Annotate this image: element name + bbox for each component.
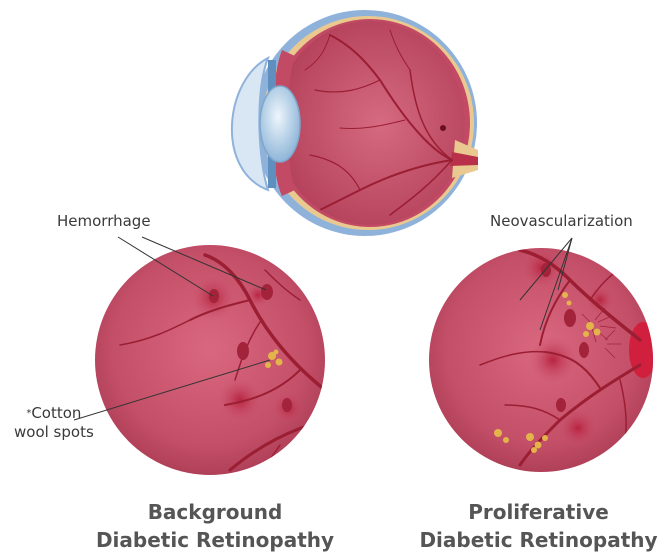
neovascularization-label: Neovascularization: [490, 212, 633, 230]
cotton-line2: wool spots: [14, 423, 94, 441]
background-title: Background Diabetic Retinopathy: [90, 498, 340, 554]
macula: [440, 125, 446, 131]
background-retinopathy-retina: [95, 245, 325, 480]
hemorrhage-label: Hemorrhage: [57, 212, 151, 230]
background-title-line2: Diabetic Retinopathy: [90, 526, 340, 554]
background-title-line1: Background: [90, 498, 340, 526]
eye-cross-section: [232, 10, 478, 236]
cotton-line1: Cotton: [31, 404, 81, 422]
cotton-wool-label: *Cotton wool spots: [14, 404, 94, 442]
proliferative-title: Proliferative Diabetic Retinopathy: [416, 498, 661, 554]
proliferative-retinopathy-retina: [429, 248, 657, 472]
proliferative-title-line2: Diabetic Retinopathy: [416, 526, 661, 554]
eye-interior: [275, 21, 465, 225]
lens: [260, 86, 300, 162]
proliferative-title-line1: Proliferative: [416, 498, 661, 526]
